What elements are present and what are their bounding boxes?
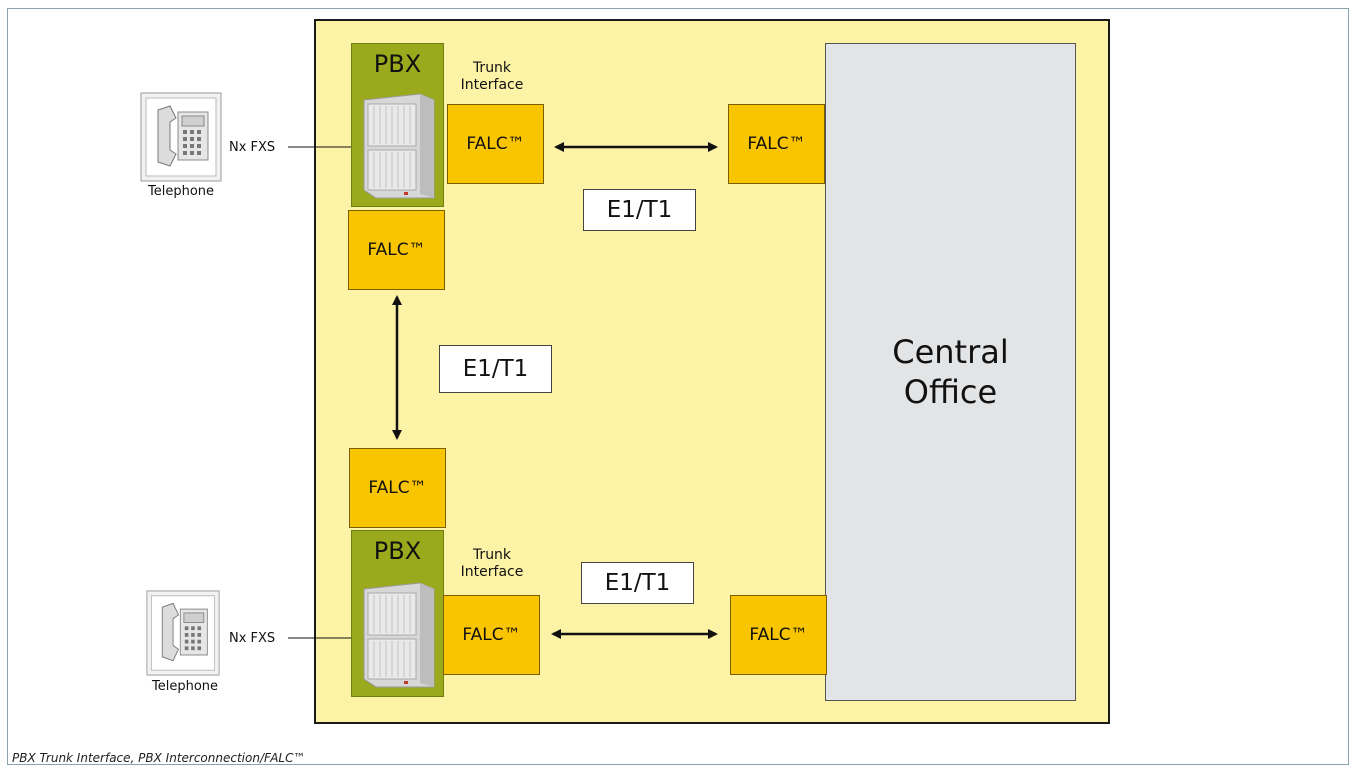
trunk-interface-top-line1: Trunk <box>472 60 512 76</box>
falc-top-central-office: FALC™ <box>728 104 825 184</box>
telephone-bottom-label: Telephone <box>151 679 219 694</box>
e1t1-label-top: E1/T1 <box>583 189 696 231</box>
pbx-bottom: PBX <box>351 530 444 697</box>
e1t1-label-bottom: E1/T1 <box>581 562 694 604</box>
falc-bottom-pbx-trunk: FALC™ <box>443 595 540 675</box>
telephone-bottom-icon <box>146 590 220 676</box>
trunk-interface-bottom-line1: Trunk <box>472 547 512 563</box>
falc-bottom-central-office: FALC™ <box>730 595 827 675</box>
falc-top-pbx-trunk: FALC™ <box>447 104 544 184</box>
telephone-top-icon <box>140 92 222 182</box>
nx-fxs-label-top: Nx FXS <box>229 140 276 155</box>
central-office-label-line1: Central <box>892 333 1009 371</box>
figure-caption: PBX Trunk Interface, PBX Interconnection… <box>12 751 306 765</box>
trunk-interface-label-bottom: Trunk Interface <box>452 547 532 581</box>
falc-bottom-pbx-interconnect: FALC™ <box>349 448 446 528</box>
pbx-top: PBX <box>351 43 444 207</box>
trunk-interface-top-line2: Interface <box>460 77 524 93</box>
trunk-interface-label-top: Trunk Interface <box>452 60 532 94</box>
trunk-interface-bottom-line2: Interface <box>460 564 524 580</box>
central-office-box: Central Office <box>825 43 1076 701</box>
pbx-top-label: PBX <box>373 50 422 78</box>
falc-top-pbx-interconnect: FALC™ <box>348 210 445 290</box>
pbx-top-cabinet-icon <box>363 93 435 199</box>
pbx-bottom-label: PBX <box>373 537 422 565</box>
telephone-top-label: Telephone <box>147 184 215 199</box>
central-office-label-line2: Office <box>903 373 998 411</box>
pbx-bottom-cabinet-icon <box>363 582 435 688</box>
e1t1-label-middle: E1/T1 <box>439 345 552 393</box>
figure-frame <box>7 8 1349 765</box>
nx-fxs-label-bottom: Nx FXS <box>229 631 276 646</box>
